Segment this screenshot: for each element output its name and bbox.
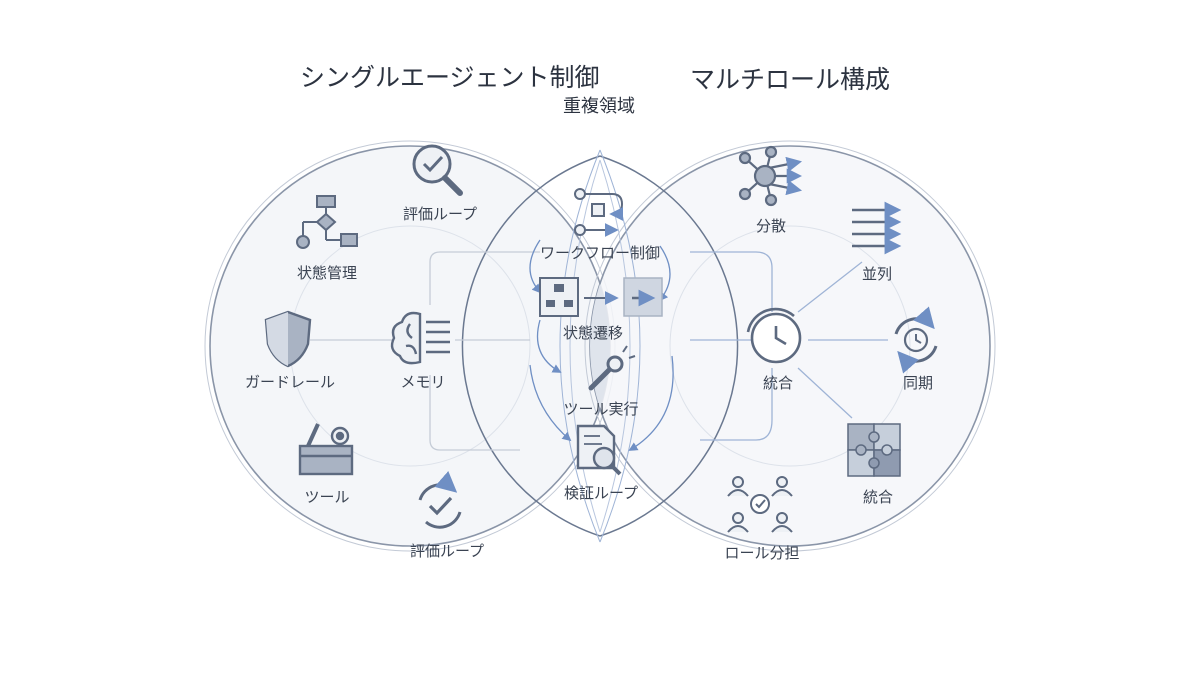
overlap-title: 重複領域 — [563, 96, 635, 117]
label-tool-execution: ツール実行 — [563, 400, 639, 418]
team-roles-icon — [727, 476, 793, 533]
shield-icon — [264, 310, 312, 368]
clock-cycle-icon — [746, 307, 802, 364]
center-flow-arrows — [529, 239, 674, 451]
flowchart-icon — [296, 195, 358, 249]
label-memory: メモリ — [400, 373, 446, 391]
right-circle-title: マルチロール構成 — [690, 65, 891, 94]
toolbox-icon — [298, 423, 354, 476]
label-tool: ツール — [304, 488, 350, 506]
document-search-icon — [576, 424, 622, 476]
label-parallel: 並列 — [861, 265, 892, 283]
label-state-management: 状態管理 — [296, 264, 357, 282]
left-circle-title: シングルエージェント制御 — [300, 63, 600, 92]
label-role-split: ロール分担 — [724, 544, 800, 562]
wrench-icon — [588, 345, 636, 391]
left-connectors — [310, 251, 540, 451]
label-sync: 同期 — [902, 374, 933, 392]
label-workflow-control: ワークフロー制御 — [539, 244, 660, 262]
parallel-arrows-icon — [852, 201, 902, 255]
label-integrate-puzzle: 統合 — [862, 488, 893, 506]
puzzle-icon — [847, 423, 901, 477]
workflow-icon — [574, 188, 624, 237]
label-verification-loop: 検証ループ — [563, 484, 639, 502]
label-state-transition: 状態遷移 — [562, 324, 623, 342]
label-integrate-center: 統合 — [762, 374, 793, 392]
cycle-check-icon — [418, 471, 462, 529]
label-distribute: 分散 — [755, 217, 786, 235]
brain-icon — [390, 311, 450, 365]
sync-cycle-icon — [894, 306, 938, 374]
magnifier-check-icon — [412, 144, 463, 196]
right-connectors — [690, 251, 888, 441]
label-guardrail: ガードレール — [244, 373, 335, 391]
network-distribute-icon — [738, 145, 803, 207]
label-eval-loop-bottom: 評価ループ — [409, 542, 485, 560]
state-transition-icon — [539, 277, 663, 317]
label-eval-loop-top: 評価ループ — [402, 205, 478, 223]
